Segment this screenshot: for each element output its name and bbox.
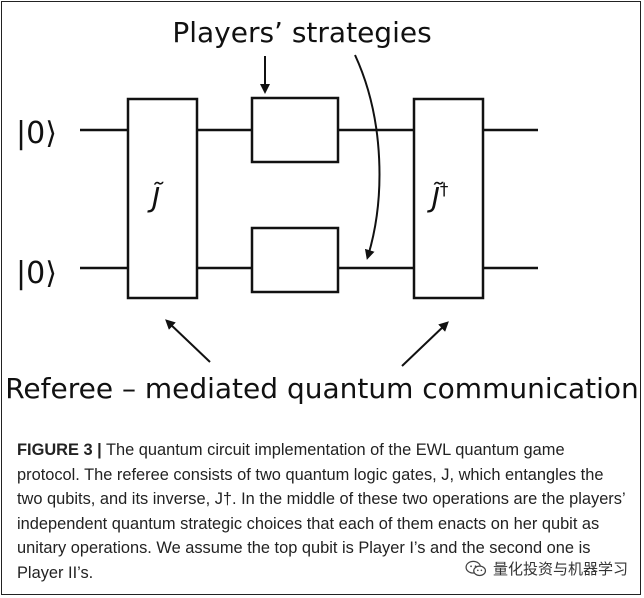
watermark-text: 量化投资与机器学习 (492, 560, 628, 578)
figure-caption: FIGURE 3 | The quantum circuit implement… (17, 438, 629, 586)
quantum-circuit-diagram: Players’ strategies |0⟩ |0⟩ J̃ J̃† Refer… (5, 16, 639, 405)
j-gate (126, 97, 199, 300)
players-strategies-label: Players’ strategies (172, 16, 431, 49)
j-gate-label: J̃ (147, 181, 164, 214)
referee-arrow-j-dagger (401, 321, 449, 367)
j-dagger-gate-label: J̃† (427, 180, 449, 214)
strategy-arrow-bottom (354, 54, 381, 260)
j-dagger-gate (412, 97, 485, 300)
referee-label: Referee – mediated quantum communication (5, 372, 639, 405)
caption-text: The quantum circuit implementation of th… (17, 441, 625, 582)
j-dagger-superscript: † (440, 180, 449, 200)
j-dagger-base: J̃ (427, 181, 444, 214)
wechat-icon (465, 560, 487, 576)
watermark: 量化投资与机器学习 (462, 558, 630, 579)
figure-label: FIGURE 3 | (17, 441, 102, 459)
player-one-strategy-gate (250, 96, 340, 164)
qubit-bottom-ket: |0⟩ (16, 256, 57, 291)
player-two-strategy-gate (250, 226, 340, 294)
qubit-top-ket: |0⟩ (16, 116, 57, 151)
referee-arrow-j (165, 319, 211, 363)
